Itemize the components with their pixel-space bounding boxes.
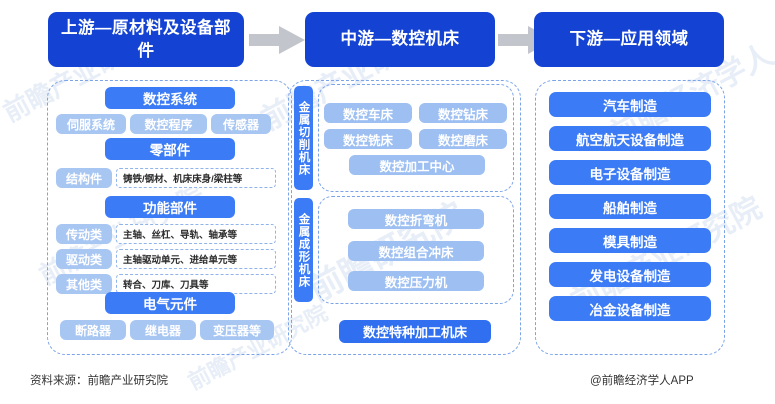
- item-cnc-drilling-machine[interactable]: 数控钻床: [419, 103, 507, 123]
- detail-label[interactable]: 其他类: [56, 274, 112, 294]
- right-arrow-icon: [249, 26, 305, 54]
- vertical-label-metal-forming: 金属成形机床: [294, 198, 313, 302]
- detail-label[interactable]: 驱动类: [56, 249, 112, 269]
- group-title-functional-parts[interactable]: 功能部件: [105, 196, 235, 218]
- item-automobile-manufacturing[interactable]: 汽车制造: [549, 92, 711, 117]
- group-title-electrical-components[interactable]: 电气元件: [105, 292, 235, 314]
- detail-row-other: 其他类 转合、刀库、刀具等: [56, 274, 276, 294]
- item-servo-system[interactable]: 伺服系统: [56, 114, 126, 134]
- item-cnc-machining-center[interactable]: 数控加工中心: [349, 155, 485, 175]
- detail-row-structural-parts: 结构件 铸铁/钢材、机床床身/梁柱等: [56, 168, 276, 188]
- item-sensor[interactable]: 传感器: [211, 114, 271, 134]
- banner-upstream[interactable]: 上游—原材料及设备部件: [48, 12, 244, 67]
- item-cnc-milling-machine[interactable]: 数控铣床: [324, 129, 412, 149]
- detail-value: 主轴、丝杠、导轨、轴承等: [116, 224, 276, 244]
- item-shipbuilding[interactable]: 船舶制造: [549, 194, 711, 219]
- item-electronic-equipment-manufacturing[interactable]: 电子设备制造: [549, 160, 711, 185]
- column-downstream: [535, 80, 725, 355]
- brand-credit: @前瞻经济学人APP: [590, 375, 694, 387]
- vertical-label-metal-cutting: 金属切削机床: [294, 86, 313, 190]
- detail-value: 主轴驱动单元、进给单元等: [116, 249, 276, 269]
- detail-row-drive: 驱动类 主轴驱动单元、进给单元等: [56, 249, 276, 269]
- source-note: 资料来源：前瞻产业研究院: [30, 375, 168, 387]
- detail-value: 转合、刀库、刀具等: [116, 274, 276, 294]
- column-upstream: [47, 80, 292, 355]
- group-title-cnc-system[interactable]: 数控系统: [105, 87, 235, 109]
- item-cnc-press[interactable]: 数控压力机: [348, 271, 484, 291]
- banner-midstream[interactable]: 中游—数控机床: [305, 12, 495, 67]
- item-aerospace-equipment-manufacturing[interactable]: 航空航天设备制造: [549, 126, 711, 151]
- item-metallurgical-equipment-manufacturing[interactable]: 冶金设备制造: [549, 296, 711, 321]
- detail-label[interactable]: 结构件: [56, 168, 112, 188]
- item-relay[interactable]: 继电器: [130, 320, 196, 340]
- group-metal-forming: [318, 196, 514, 304]
- group-title-parts[interactable]: 零部件: [105, 138, 235, 160]
- item-mold-manufacturing[interactable]: 模具制造: [549, 228, 711, 253]
- item-cnc-special-processing-machine[interactable]: 数控特种加工机床: [339, 320, 491, 343]
- item-power-generation-equipment-manufacturing[interactable]: 发电设备制造: [549, 262, 711, 287]
- detail-row-transmission: 传动类 主轴、丝杠、导轨、轴承等: [56, 224, 276, 244]
- item-cnc-program[interactable]: 数控程序: [130, 114, 207, 134]
- detail-value: 铸铁/钢材、机床床身/梁柱等: [116, 168, 276, 188]
- item-transformer[interactable]: 变压器等: [200, 320, 274, 340]
- banner-downstream[interactable]: 下游—应用领域: [534, 12, 724, 67]
- column-midstream: [288, 80, 521, 355]
- item-circuit-breaker[interactable]: 断路器: [60, 320, 126, 340]
- item-cnc-combination-punch[interactable]: 数控组合冲床: [348, 241, 484, 261]
- item-cnc-grinding-machine[interactable]: 数控磨床: [419, 129, 507, 149]
- item-cnc-lathe[interactable]: 数控车床: [324, 103, 412, 123]
- item-cnc-bending-machine[interactable]: 数控折弯机: [348, 209, 484, 229]
- group-metal-cutting: [318, 84, 514, 192]
- detail-label[interactable]: 传动类: [56, 224, 112, 244]
